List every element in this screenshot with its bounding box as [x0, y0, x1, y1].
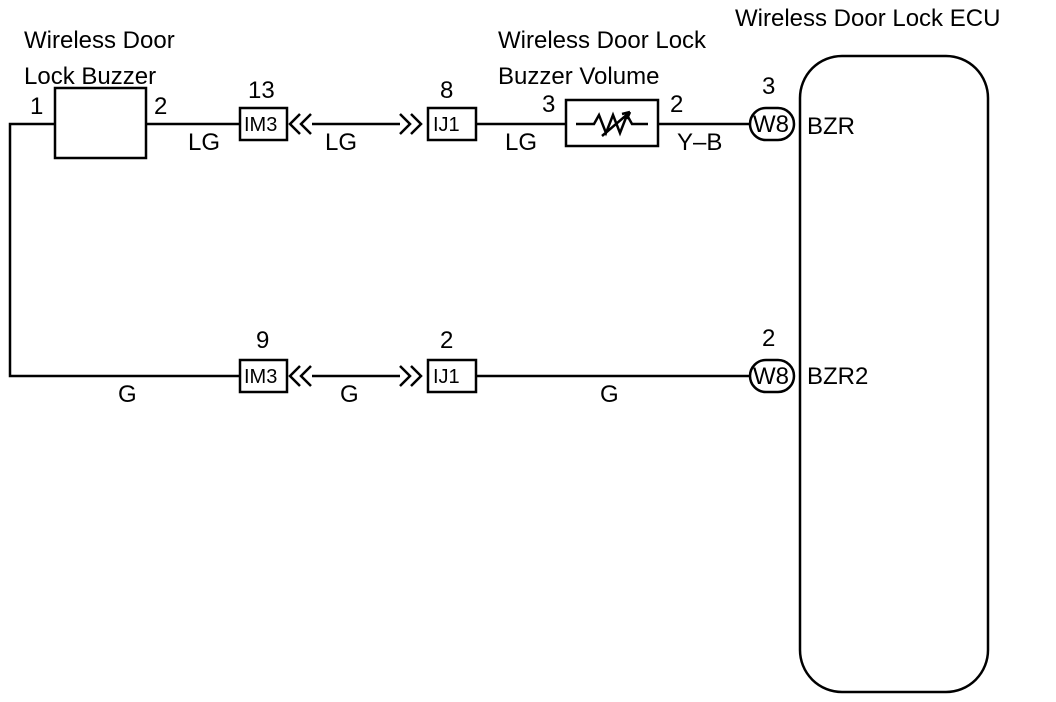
volume-pin-right: 2: [670, 91, 683, 118]
bottom-im3-pin: 9: [256, 327, 269, 354]
top-wire-2-color: LG: [325, 129, 357, 156]
top-ij1-label: IJ1: [433, 114, 460, 136]
bottom-ij1-pin: 2: [440, 327, 453, 354]
buzzer-pin-left: 1: [30, 93, 43, 120]
bottom-wire-2-color: G: [340, 381, 359, 408]
top-im3-arrow-icon: [288, 113, 312, 135]
ecu-box: [798, 54, 990, 694]
top-terminal-label: BZR: [807, 113, 855, 140]
top-wire-1-color: LG: [188, 129, 220, 156]
bottom-wire-3-color: G: [600, 381, 619, 408]
volume-pin-left: 3: [542, 91, 555, 118]
top-im3-pin: 13: [248, 77, 275, 104]
top-im3-box: [238, 106, 289, 142]
bottom-ij1-label: IJ1: [433, 366, 460, 388]
top-w8-box: [748, 106, 796, 142]
top-im3-label: IM3: [244, 114, 277, 136]
bottom-w8-label: W8: [753, 363, 789, 390]
top-ij1-box: [426, 106, 478, 142]
buzzer-title-line1: Wireless Door: [24, 27, 175, 54]
variable-resistor-icon: [576, 110, 648, 137]
bottom-wire-1-color: G: [118, 381, 137, 408]
bottom-terminal-label: BZR2: [807, 363, 868, 390]
wire-left-return: [8, 122, 240, 378]
top-w8-pin: 3: [762, 73, 775, 100]
top-wire-3-color: LG: [505, 129, 537, 156]
volume-title-line1: Wireless Door Lock: [498, 27, 707, 54]
buzzer-title-line2: Lock Buzzer: [24, 63, 156, 90]
top-w8-label: W8: [753, 111, 789, 138]
buzzer-box: [53, 86, 148, 160]
bottom-im3-label: IM3: [244, 366, 277, 388]
top-ij1-arrow-icon: [399, 113, 423, 135]
volume-title-line2: Buzzer Volume: [498, 63, 659, 90]
bottom-ij1-arrow-icon: [399, 365, 423, 387]
bottom-ij1-box: [426, 358, 478, 394]
ecu-title: Wireless Door Lock ECU: [735, 5, 1000, 32]
bottom-w8-box: [748, 358, 796, 394]
bottom-im3-arrow-icon: [288, 365, 312, 387]
buzzer-pin-right: 2: [154, 93, 167, 120]
bottom-im3-box: [238, 358, 289, 394]
bottom-w8-pin: 2: [762, 325, 775, 352]
top-wire-4-color: Y–B: [677, 129, 722, 156]
top-ij1-pin: 8: [440, 77, 453, 104]
